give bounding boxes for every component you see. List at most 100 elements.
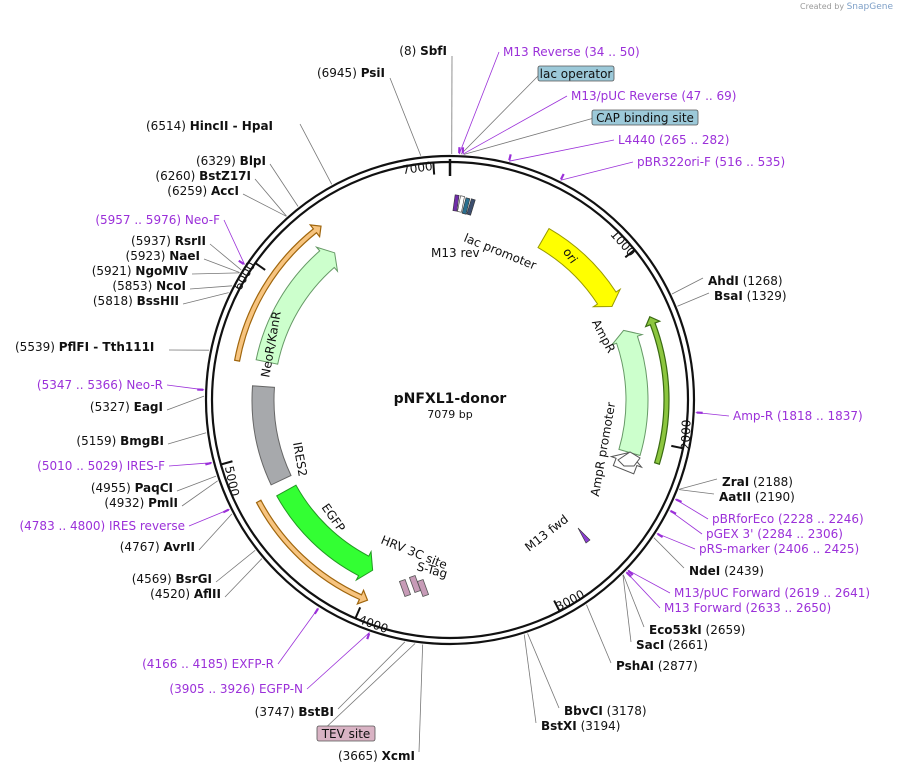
primer-label: L4440 (265 .. 282) [618, 133, 729, 147]
leader-line [191, 272, 240, 275]
site-position: (8) [399, 44, 420, 58]
primer-mark [675, 498, 682, 503]
m13-fwd-mark [577, 527, 591, 544]
site-position: (5923) [126, 249, 170, 263]
tick-mark [671, 444, 684, 450]
primer-range: (47 .. 69) [678, 89, 737, 103]
leader-line [460, 73, 541, 155]
restriction-site-label: ZraI (2188) [722, 475, 793, 489]
orf-arc [233, 224, 322, 362]
leader-line [625, 571, 661, 609]
leader-line [299, 123, 333, 185]
site-name: BbvCI [564, 704, 603, 718]
primer-range: (5957 .. 5976) [95, 213, 185, 227]
site-position: (4569) [132, 572, 176, 586]
restriction-site-label: (6259) AccI [167, 184, 239, 198]
primer-range: (5010 .. 5029) [37, 459, 127, 473]
leader-line [182, 292, 229, 305]
leader-line [215, 549, 256, 583]
boxed-feature [591, 109, 699, 126]
restriction-site-label: BstXI (3194) [541, 719, 620, 733]
leader-line [224, 558, 263, 598]
tick-mark [624, 248, 636, 259]
site-position: (2439) [720, 564, 764, 578]
snapgene-credit: Created by SnapGene [800, 2, 893, 12]
site-name: BstXI [541, 719, 577, 733]
restriction-site-label: (5539) PflFI - Tth111I [15, 340, 154, 354]
tick-mark [254, 262, 266, 271]
restriction-site-label: (5853) NcoI [112, 279, 186, 293]
primer-mark [205, 461, 212, 466]
restriction-site-label: (6260) BstZ17I [155, 169, 251, 183]
site-name: AccI [211, 184, 239, 198]
tick-label: 7000 [401, 159, 433, 177]
leader-line [418, 644, 424, 753]
leader-line [389, 77, 422, 156]
lac-element-mark [461, 197, 471, 215]
site-name: XcmI [382, 749, 415, 763]
leader-line [188, 508, 230, 527]
primer-name: pRS-marker [699, 542, 770, 556]
feature-ori [537, 227, 622, 308]
feature-ires2 [251, 385, 292, 486]
site-position: (5818) [93, 294, 137, 308]
primer-range: (2619 .. 2641) [781, 586, 871, 600]
primer-mark [238, 259, 245, 265]
primer-mark [508, 154, 512, 161]
restriction-site-label: (4569) BsrGI [132, 572, 212, 586]
primer-mark [625, 571, 632, 578]
site-position: (2188) [749, 475, 793, 489]
restriction-site-label: (3747) BstBI [255, 705, 334, 719]
site-name: BssHII [137, 294, 179, 308]
site-name-extra: - HpaI [228, 119, 273, 133]
primer-mark [313, 608, 319, 615]
restriction-site-label: (4932) PmlI [104, 496, 178, 510]
feature-label: AmpR promoter [588, 401, 618, 497]
primer-name: pGEX 3' [706, 527, 753, 541]
leader-line [656, 532, 696, 550]
primer-name: EGFP-N [259, 682, 303, 696]
leader-line [203, 258, 240, 273]
primer-range: (2406 .. 2425) [770, 542, 860, 556]
primer-name: IRES-F [127, 459, 165, 473]
primer-label: (5010 .. 5029) IRES-F [37, 459, 165, 473]
primer-mark [366, 633, 371, 640]
site-name: PaqCI [135, 481, 173, 495]
primer-label: (5957 .. 5976) Neo-F [95, 213, 220, 227]
leader-line [277, 607, 319, 665]
restriction-site-label: (5923) NaeI [126, 249, 200, 263]
site-name: SbfI [420, 44, 447, 58]
site-name-extra: - Tth111I [89, 340, 154, 354]
site-name: BmgBI [120, 434, 164, 448]
restriction-site-label: (3665) XcmI [338, 749, 415, 763]
restriction-site-label: (8) SbfI [399, 44, 447, 58]
site-position: (3194) [577, 719, 621, 733]
site-name: SacI [636, 638, 664, 652]
lac-element-mark [452, 194, 460, 212]
site-position: (2190) [751, 490, 795, 504]
site-name: BlpI [240, 154, 266, 168]
feature-ampr [610, 329, 649, 457]
restriction-site-label: (5921) NgoMIV [92, 264, 189, 278]
primer-name: M13/pUC Forward [674, 586, 781, 600]
restriction-site-label: (5937) RsrII [131, 234, 206, 248]
primer-mark [627, 570, 634, 576]
site-name: AhdI [708, 274, 739, 288]
site-name: AflII [194, 587, 221, 601]
leader-line [653, 537, 685, 569]
primer-label: (5347 .. 5366) Neo-R [37, 378, 163, 392]
restriction-site-label: (5159) BmgBI [76, 434, 164, 448]
primer-range: (2228 .. 2246) [774, 512, 864, 526]
feature-label: AmpR [589, 317, 618, 355]
snapgene-logo-text: SnapGene [846, 2, 893, 12]
leader-line [223, 219, 245, 265]
restriction-site-label: (5327) EagI [90, 400, 163, 414]
site-position: (2659) [702, 623, 746, 637]
restriction-site-label: AatII (2190) [719, 490, 795, 504]
restriction-site-label: (6514) HincII - HpaI [146, 119, 273, 133]
primer-range: (4783 .. 4800) [19, 519, 109, 533]
boxed-feature [316, 725, 376, 742]
leader-line [254, 178, 287, 217]
site-name: NcoI [156, 279, 186, 293]
